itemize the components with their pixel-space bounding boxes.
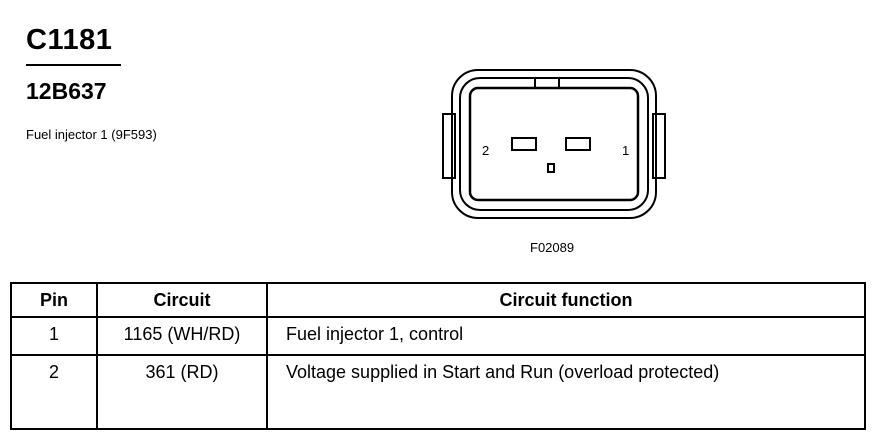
cell-circuit-function: Fuel injector 1, control (266, 316, 866, 356)
connector-id: C1181 (26, 24, 113, 56)
connector-outer-housing (451, 69, 657, 219)
connector-bottom-key (547, 163, 555, 173)
component-description: Fuel injector 1 (9F593) (26, 127, 157, 142)
cell-circuit-function: Voltage supplied in Start and Run (overl… (266, 354, 866, 430)
figure-code: F02089 (530, 240, 575, 255)
table-row: 2 361 (RD) Voltage supplied in Start and… (10, 354, 866, 430)
cell-pin: 1 (10, 316, 98, 356)
connector-top-key (534, 77, 560, 89)
cell-circuit: 1165 (WH/RD) (96, 316, 268, 356)
connector-right-tab (652, 113, 666, 179)
part-number: 12B637 (26, 78, 107, 104)
connector-left-tab (442, 113, 456, 179)
pin-circuit-table: Pin Circuit Circuit function 1 1165 (WH/… (10, 282, 866, 430)
table-header-row: Pin Circuit Circuit function (10, 282, 866, 318)
terminal-cavity-pin-2 (511, 137, 537, 151)
connector-terminal-face (468, 86, 640, 202)
pin-label-left: 2 (482, 143, 489, 158)
terminal-cavity-pin-1 (565, 137, 591, 151)
cell-pin: 2 (10, 354, 98, 430)
header-circuit: Circuit (96, 282, 268, 318)
connector-face-diagram: 2 1 (442, 69, 666, 219)
pin-label-right: 1 (622, 143, 629, 158)
table-row: 1 1165 (WH/RD) Fuel injector 1, control (10, 316, 866, 356)
header-circuit-function: Circuit function (266, 282, 866, 318)
cell-circuit: 361 (RD) (96, 354, 268, 430)
header-pin: Pin (10, 282, 98, 318)
connector-id-underline (26, 64, 121, 66)
